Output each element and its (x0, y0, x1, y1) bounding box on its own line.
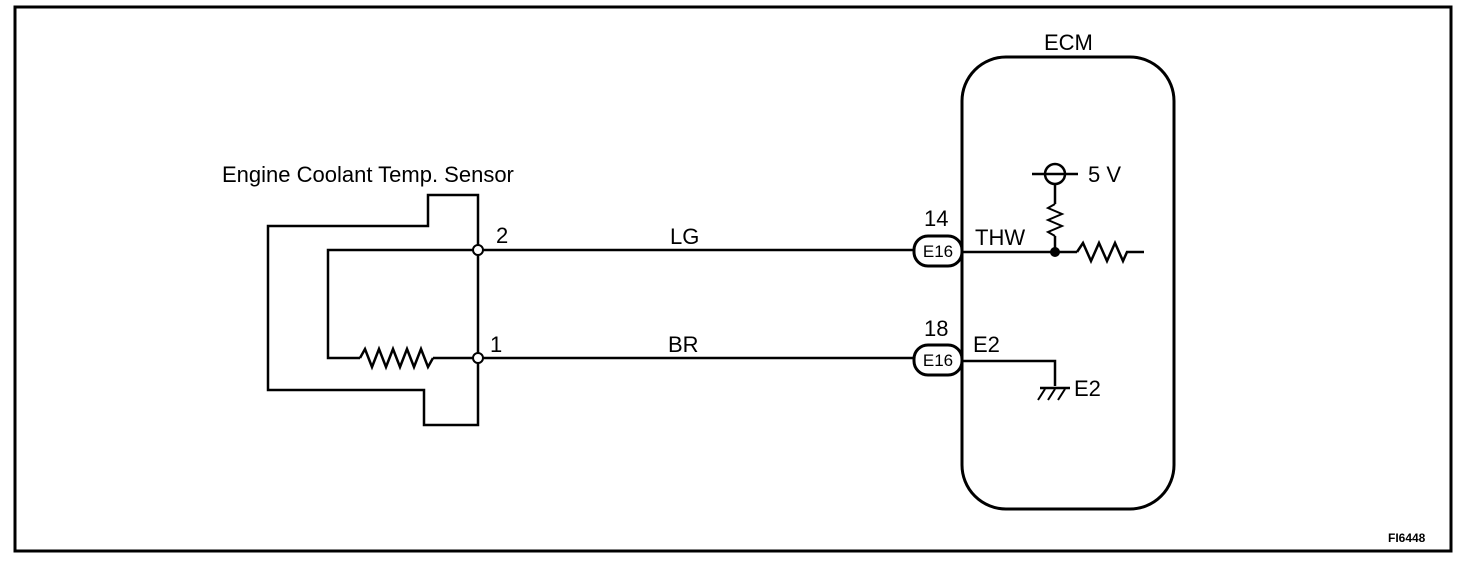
sensor-pin-1-label: 1 (490, 332, 502, 357)
wire-lg-label: LG (670, 224, 699, 249)
sensor-thermistor (358, 345, 435, 371)
sensor-label: Engine Coolant Temp. Sensor (222, 162, 514, 187)
terminal-14-label: 14 (924, 206, 948, 231)
thw-signal-label: THW (975, 225, 1025, 250)
sensor-internal-wire-top (326, 248, 478, 360)
supply-voltage-label: 5 V (1088, 162, 1121, 187)
ecm-thw-resistor (1075, 239, 1144, 265)
ecm-box (960, 55, 1176, 511)
ground-hatch-1 (1037, 388, 1046, 401)
ground-label: E2 (1074, 376, 1101, 401)
sensor-pin-2-terminal (472, 244, 484, 256)
connector-e16-bottom-label: E16 (923, 351, 953, 370)
e2-signal-label: E2 (973, 332, 1000, 357)
ecm-e2-line (962, 359, 1057, 386)
diagram-frame (13, 5, 1453, 553)
ground-hatch-2 (1047, 388, 1056, 401)
figure-id: FI6448 (1388, 531, 1426, 545)
ecm-label: ECM (1044, 30, 1093, 55)
sensor-pin-1-terminal (472, 352, 484, 364)
terminal-18-label: 18 (924, 316, 948, 341)
ground-hatch-3 (1057, 388, 1066, 401)
wire-br-label: BR (668, 332, 699, 357)
connector-e16-top-label: E16 (923, 242, 953, 261)
sensor-pin-2-label: 2 (496, 223, 508, 248)
ecm-pullup-resistor (1045, 203, 1065, 237)
sensor-housing (266, 193, 480, 427)
